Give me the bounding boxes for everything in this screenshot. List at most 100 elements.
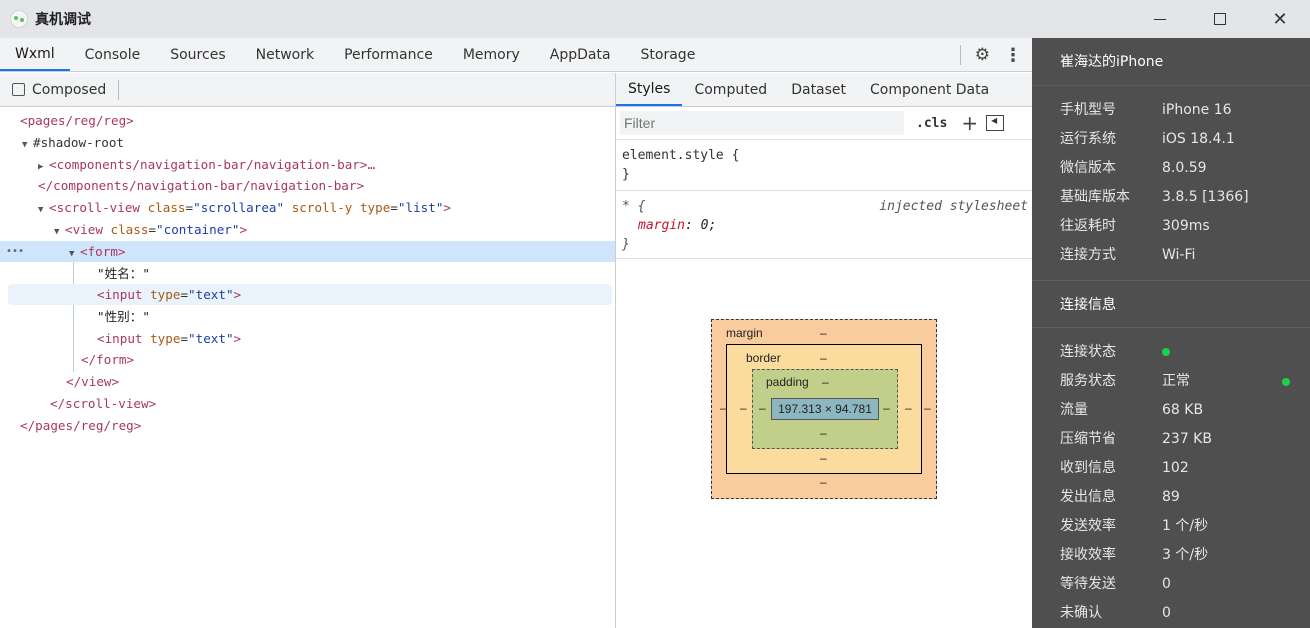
conn-row-service: 服务状态正常 bbox=[1060, 367, 1290, 396]
more-dots-icon[interactable]: ••• bbox=[6, 246, 25, 257]
close-button[interactable]: ✕ bbox=[1250, 0, 1310, 38]
border-right-value: – bbox=[905, 401, 912, 415]
rule-universal[interactable]: * { injected stylesheet margin: 0; } bbox=[616, 191, 1032, 259]
conn-value: 正常 bbox=[1162, 373, 1190, 389]
toggle-sidebar-icon[interactable] bbox=[986, 113, 1005, 131]
tree-node-input-2[interactable]: <input type="text"> bbox=[97, 331, 242, 346]
tree-node-pages-close[interactable]: </pages/reg/reg> bbox=[20, 415, 141, 436]
tag-text: <input bbox=[97, 287, 143, 302]
info-row-rtt: 往返耗时 309ms bbox=[1060, 212, 1210, 241]
conn-key: 等待发送 bbox=[1060, 576, 1116, 592]
tag-text: > bbox=[443, 200, 451, 215]
tag-text: </scroll-view> bbox=[50, 396, 157, 411]
conn-value: 3 个/秒 bbox=[1162, 547, 1209, 563]
info-value: 309ms bbox=[1162, 218, 1210, 234]
tree-node-text-gender[interactable]: "性别：" bbox=[97, 306, 150, 327]
tree-node-form-selected[interactable]: ••• ▼ <form> bbox=[0, 241, 615, 262]
tree-node-view-close[interactable]: </view> bbox=[66, 371, 119, 392]
tree-node-view[interactable]: ▼<view class="container"> bbox=[54, 219, 247, 240]
attr-name: type bbox=[150, 287, 181, 302]
tag-text: <view bbox=[65, 222, 103, 237]
tab-component-data[interactable]: Component Data bbox=[870, 81, 990, 98]
gear-icon[interactable]: ⚙ bbox=[974, 45, 990, 65]
tree-node-shadow-root[interactable]: ▼#shadow-root bbox=[22, 132, 124, 153]
tab-sources[interactable]: Sources bbox=[170, 46, 226, 63]
padding-left-value: – bbox=[759, 401, 766, 415]
expand-triangle-icon[interactable]: ▼ bbox=[22, 140, 28, 150]
tag-text: > bbox=[233, 331, 242, 346]
conn-value: 102 bbox=[1162, 460, 1189, 476]
wxml-pane: Composed <pages/reg/reg> ▼#shadow-root ▶… bbox=[0, 73, 616, 628]
expand-triangle-icon[interactable]: ▼ bbox=[69, 249, 75, 259]
maximize-icon bbox=[1214, 13, 1226, 25]
conn-key: 压缩节省 bbox=[1060, 431, 1116, 447]
info-value: Wi-Fi bbox=[1162, 247, 1196, 263]
connection-info-title: 连接信息 bbox=[1032, 280, 1310, 328]
tab-network[interactable]: Network bbox=[255, 46, 315, 63]
rule-source: injected stylesheet bbox=[879, 199, 1028, 214]
border-bottom-value: – bbox=[820, 451, 827, 465]
tree-node-scroll-view[interactable]: ▼<scroll-view class="scrollarea" scroll-… bbox=[38, 197, 451, 218]
tab-appdata[interactable]: AppData bbox=[549, 46, 611, 63]
tag-text: </view> bbox=[66, 374, 120, 389]
conn-key: 发出信息 bbox=[1060, 489, 1116, 505]
tree-node-form-close[interactable]: </form> bbox=[81, 349, 134, 370]
tab-dataset[interactable]: Dataset bbox=[791, 81, 847, 98]
attr-value: "text" bbox=[188, 287, 234, 302]
attr-name: scroll-y bbox=[291, 200, 353, 215]
maximize-button[interactable] bbox=[1190, 0, 1250, 38]
border-left-value: – bbox=[740, 401, 747, 415]
collapse-triangle-icon[interactable]: ▶ bbox=[38, 162, 44, 172]
rule-declaration[interactable]: margin: 0; bbox=[638, 218, 717, 233]
tree-node-navigation-bar-close[interactable]: </components/navigation-bar/navigation-b… bbox=[38, 175, 364, 196]
tab-storage[interactable]: Storage bbox=[640, 46, 696, 63]
conn-key: 连接状态 bbox=[1060, 344, 1116, 360]
conn-key: 接收效率 bbox=[1060, 547, 1116, 563]
styles-filter-input[interactable] bbox=[620, 111, 904, 135]
toolbar-divider bbox=[118, 79, 120, 100]
attr-name: type bbox=[359, 200, 391, 215]
tab-wxml[interactable]: Wxml bbox=[0, 38, 70, 71]
rule-element-style[interactable]: element.style { } bbox=[616, 140, 1032, 191]
conn-value: 68 KB bbox=[1162, 402, 1204, 418]
tab-performance[interactable]: Performance bbox=[344, 46, 433, 63]
expand-triangle-icon[interactable]: ▼ bbox=[54, 227, 60, 237]
tag-text: <components/navigation-bar/navigation-ba… bbox=[49, 157, 376, 172]
tab-console[interactable]: Console bbox=[84, 46, 141, 63]
attr-name: type bbox=[150, 331, 181, 346]
tab-computed[interactable]: Computed bbox=[694, 81, 768, 98]
cls-button[interactable]: .cls bbox=[916, 115, 948, 131]
tag-text: <form> bbox=[80, 244, 126, 259]
tree-node-scroll-view-close[interactable]: </scroll-view> bbox=[50, 393, 156, 414]
service-status-dot-icon bbox=[1282, 378, 1290, 386]
tree-node-navigation-bar[interactable]: ▶ <components/navigation-bar/navigation-b… bbox=[38, 154, 375, 175]
styles-filter-row: .cls + bbox=[616, 107, 1032, 140]
minimize-button[interactable] bbox=[1130, 0, 1190, 38]
devtools-panel: Wxml Console Sources Network Performance… bbox=[0, 38, 1032, 628]
composed-checkbox[interactable] bbox=[12, 83, 25, 96]
info-key: 手机型号 bbox=[1060, 102, 1116, 118]
attr-value: "container" bbox=[156, 222, 240, 237]
tree-node-input-1[interactable]: <input type="text"> bbox=[8, 284, 612, 305]
add-rule-icon[interactable]: + bbox=[961, 111, 979, 135]
info-key: 基础库版本 bbox=[1060, 189, 1130, 205]
tree-node-pages-open[interactable]: <pages/reg/reg> bbox=[20, 110, 134, 131]
wxml-toolbar: Composed bbox=[0, 73, 615, 107]
more-menu-icon[interactable]: ⋮ bbox=[1004, 44, 1022, 66]
tab-styles[interactable]: Styles bbox=[616, 73, 683, 106]
title-bar: 真机调试 ✕ bbox=[0, 0, 1310, 38]
tree-node-text-name[interactable]: "姓名：" bbox=[97, 263, 150, 284]
info-value: iOS 18.4.1 bbox=[1162, 131, 1235, 147]
conn-value: 1 个/秒 bbox=[1162, 518, 1209, 534]
tab-memory[interactable]: Memory bbox=[462, 46, 520, 63]
info-key: 往返耗时 bbox=[1060, 218, 1116, 234]
conn-row-status: 连接状态 bbox=[1060, 338, 1170, 367]
expand-triangle-icon[interactable]: ▼ bbox=[38, 205, 44, 215]
status-dot-icon bbox=[1162, 348, 1170, 356]
